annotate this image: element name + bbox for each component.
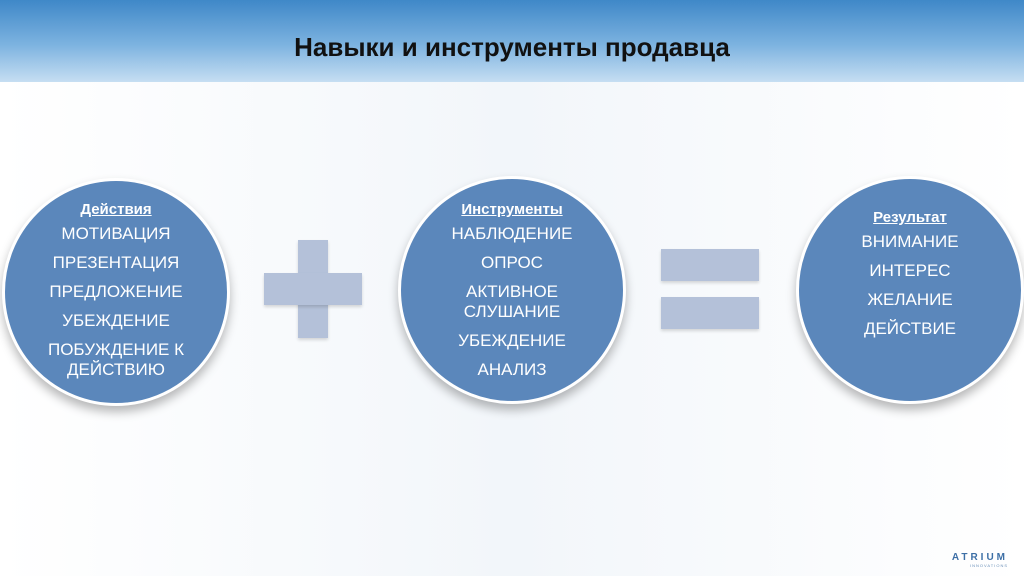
result-item: ЖЕЛАНИЕ (867, 290, 953, 309)
result-circle-title: Результат (873, 209, 947, 226)
logo-tagline: INNOVATIONS (970, 563, 1008, 568)
equals-icon (661, 249, 759, 281)
actions-item: МОТИВАЦИЯ (61, 224, 171, 243)
tools-circle: Инструменты НАБЛЮДЕНИЕ ОПРОС АКТИВНОЕ СЛ… (398, 176, 626, 404)
header-band (0, 0, 1024, 82)
plus-icon-bar (264, 273, 362, 305)
tools-item: НАБЛЮДЕНИЕ (451, 224, 573, 243)
actions-item: ПОБУЖДЕНИЕ К ДЕЙСТВИЮ (47, 340, 185, 379)
actions-item: УБЕЖДЕНИЕ (62, 311, 170, 330)
result-circle: Результат ВНИМАНИЕ ИНТЕРЕС ЖЕЛАНИЕ ДЕЙСТ… (796, 176, 1024, 404)
tools-circle-title: Инструменты (461, 201, 563, 218)
page-title: Навыки и инструменты продавца (294, 32, 730, 62)
tools-item: АКТИВНОЕ СЛУШАНИЕ (463, 282, 561, 321)
result-item: ДЕЙСТВИЕ (863, 319, 957, 338)
equals-icon-bar (661, 297, 759, 329)
atrium-logo: ATRIUM INNOVATIONS (952, 552, 1008, 568)
tools-item: ОПРОС (481, 253, 543, 272)
actions-circle: Действия МОТИВАЦИЯ ПРЕЗЕНТАЦИЯ ПРЕДЛОЖЕН… (2, 178, 230, 406)
tools-item: УБЕЖДЕНИЕ (458, 331, 566, 350)
result-item: ВНИМАНИЕ (861, 232, 959, 251)
tools-item: АНАЛИЗ (477, 360, 547, 379)
actions-item: ПРЕЗЕНТАЦИЯ (52, 253, 180, 272)
actions-item: ПРЕДЛОЖЕНИЕ (49, 282, 183, 301)
actions-circle-title: Действия (80, 201, 152, 218)
logo-name: ATRIUM (951, 552, 1008, 563)
result-item: ИНТЕРЕС (869, 261, 951, 280)
